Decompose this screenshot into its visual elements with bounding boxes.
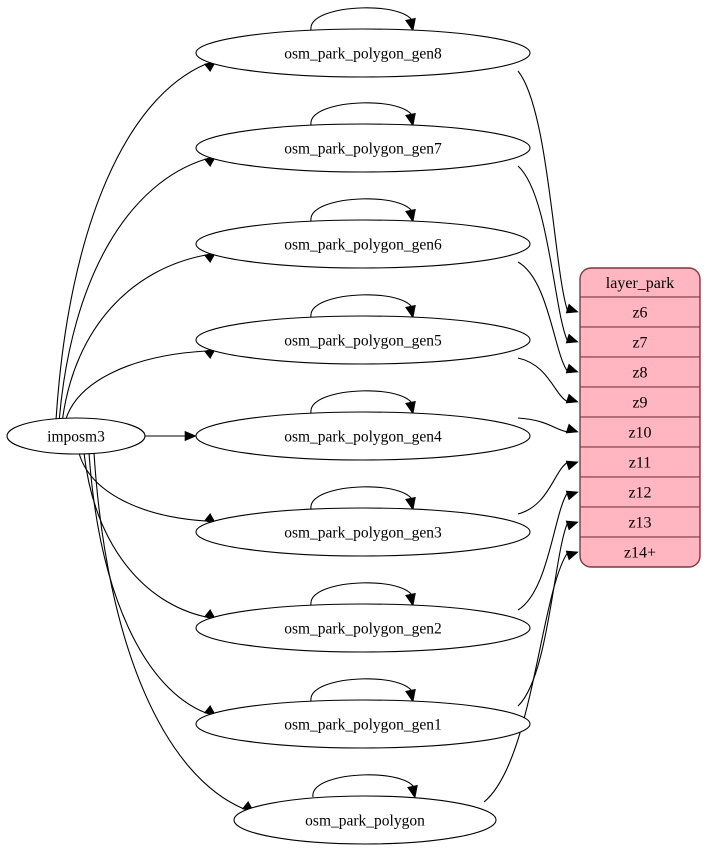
arrowhead — [407, 784, 418, 799]
node-osm_park_polygon_gen2[interactable]: osm_park_polygon_gen2 — [195, 603, 531, 653]
arrowhead — [405, 304, 416, 319]
table-row-label-z9: z9 — [632, 395, 647, 412]
layer-park-table: layer_park z6 z7 z8 z9 z10 z11 z12 z13 z14+ — [579, 267, 701, 568]
node-label: osm_park_polygon_gen1 — [284, 717, 442, 734]
self-loop-osm_park_polygon_gen8 — [310, 7, 414, 31]
node-ellipse — [195, 411, 531, 461]
table-row-label-z6: z6 — [632, 305, 647, 322]
edge-imposm3-to-osm_park_polygon_gen3 — [78, 452, 207, 522]
edge-osm_park_polygon-to-z14+ — [483, 551, 569, 803]
self-loop-osm_park_polygon_gen1 — [310, 678, 414, 702]
self-loop-osm_park_polygon_gen6 — [310, 198, 414, 222]
node-ellipse — [195, 315, 531, 365]
edge-osm_park_polygon_gen3-to-z11 — [517, 461, 569, 515]
node-osm_park_polygon_gen4[interactable]: osm_park_polygon_gen4 — [195, 411, 531, 461]
edge-imposm3-to-osm_park_polygon_gen8 — [55, 63, 207, 421]
node-ellipse — [233, 795, 497, 845]
edge-osm_park_polygon_gen8-to-z6 — [517, 70, 569, 313]
node-label: osm_park_polygon_gen8 — [284, 46, 442, 63]
self-loop-osm_park_polygon_gen5 — [310, 294, 414, 318]
arrowhead — [405, 592, 416, 607]
arrowhead — [405, 112, 416, 127]
node-ellipse — [195, 699, 531, 749]
edge-osm_park_polygon_gen1-to-z13 — [517, 521, 569, 707]
edge-imposm3-to-osm_park_polygon_gen5 — [65, 350, 207, 421]
edge-osm_park_polygon_gen5-to-z9 — [517, 357, 569, 403]
arrowhead — [565, 423, 579, 434]
node-ellipse — [195, 603, 531, 653]
node-label: imposm3 — [47, 429, 105, 446]
arrowhead — [405, 688, 416, 703]
edge-osm_park_polygon_gen7-to-z7 — [517, 165, 569, 343]
edges-self-loops — [310, 7, 418, 799]
arrowhead — [405, 208, 416, 223]
arrowhead — [184, 430, 197, 442]
table-row-z9[interactable] — [580, 386, 700, 418]
node-ellipse — [195, 507, 531, 557]
arrowhead — [405, 400, 416, 415]
node-osm_park_polygon_gen5[interactable]: osm_park_polygon_gen5 — [195, 315, 531, 365]
node-osm_park_polygon_gen1[interactable]: osm_park_polygon_gen1 — [195, 699, 531, 749]
self-loop-osm_park_polygon_gen4 — [310, 390, 414, 414]
edges-to-layer-table — [483, 70, 579, 803]
node-label: osm_park_polygon_gen6 — [284, 237, 442, 254]
node-osm_park_polygon_gen6[interactable]: osm_park_polygon_gen6 — [195, 219, 531, 269]
table-row-label-z8: z8 — [632, 365, 647, 382]
node-label: osm_park_polygon_gen4 — [284, 429, 442, 446]
table-row-label-z10: z10 — [628, 425, 651, 442]
arrowhead — [565, 303, 579, 314]
table-row-z8[interactable] — [580, 356, 700, 388]
node-label: osm_park_polygon_gen2 — [284, 621, 442, 638]
node-label: osm_park_polygon_gen5 — [284, 333, 442, 350]
node-label: osm_park_polygon — [305, 813, 425, 830]
edge-osm_park_polygon_gen6-to-z8 — [517, 261, 569, 373]
edge-imposm3-to-osm_park_polygon — [93, 452, 245, 810]
arrowhead — [405, 17, 416, 32]
node-imposm3[interactable]: imposm3 — [6, 417, 146, 455]
table-row-label-z14+: z14+ — [624, 545, 656, 562]
self-loop-osm_park_polygon_gen3 — [310, 486, 414, 510]
table-header-label: layer_park — [606, 275, 674, 292]
node-group: osm_park_polygon_gen8 osm_park_polygon_ge… — [6, 28, 531, 845]
table-row-z6[interactable] — [580, 296, 700, 328]
edge-imposm3-to-osm_park_polygon_gen2 — [83, 452, 207, 618]
edge-imposm3-to-osm_park_polygon_gen6 — [61, 254, 207, 421]
arrowhead — [565, 363, 579, 374]
table-row-label-z11: z11 — [629, 455, 652, 472]
node-osm_park_polygon_gen3[interactable]: osm_park_polygon_gen3 — [195, 507, 531, 557]
table-outline — [579, 267, 701, 568]
arrowhead — [565, 393, 579, 404]
table-row-z7[interactable] — [580, 326, 700, 358]
self-loop-osm_park_polygon_gen7 — [310, 102, 414, 126]
table-row-z14+[interactable] — [580, 536, 700, 567]
arrowhead — [565, 520, 579, 531]
self-loop-osm_park_polygon — [312, 774, 416, 798]
edge-osm_park_polygon_gen2-to-z12 — [517, 491, 569, 611]
table-row-label-z12: z12 — [628, 485, 651, 502]
node-osm_park_polygon_gen8[interactable]: osm_park_polygon_gen8 — [195, 28, 531, 78]
table-row-label-z13: z13 — [628, 515, 651, 532]
arrowhead — [565, 550, 579, 561]
node-ellipse — [195, 219, 531, 269]
edge-osm_park_polygon_gen4-to-z10 — [517, 417, 569, 433]
arrowhead — [565, 460, 579, 471]
edge-imposm3-to-osm_park_polygon_gen7 — [58, 158, 207, 421]
node-ellipse — [195, 28, 531, 78]
arrowhead — [405, 496, 416, 511]
node-label: osm_park_polygon_gen7 — [284, 141, 442, 158]
edge-imposm3-to-osm_park_polygon_gen1 — [88, 452, 207, 714]
self-loop-osm_park_polygon_gen2 — [310, 582, 414, 606]
arrowhead — [565, 490, 579, 501]
node-label: osm_park_polygon_gen3 — [284, 525, 442, 542]
node-ellipse — [6, 417, 146, 455]
node-osm_park_polygon[interactable]: osm_park_polygon — [233, 795, 497, 845]
node-ellipse — [195, 123, 531, 173]
arrowhead — [565, 333, 579, 344]
table-row-label-z7: z7 — [632, 335, 647, 352]
node-osm_park_polygon_gen7[interactable]: osm_park_polygon_gen7 — [195, 123, 531, 173]
